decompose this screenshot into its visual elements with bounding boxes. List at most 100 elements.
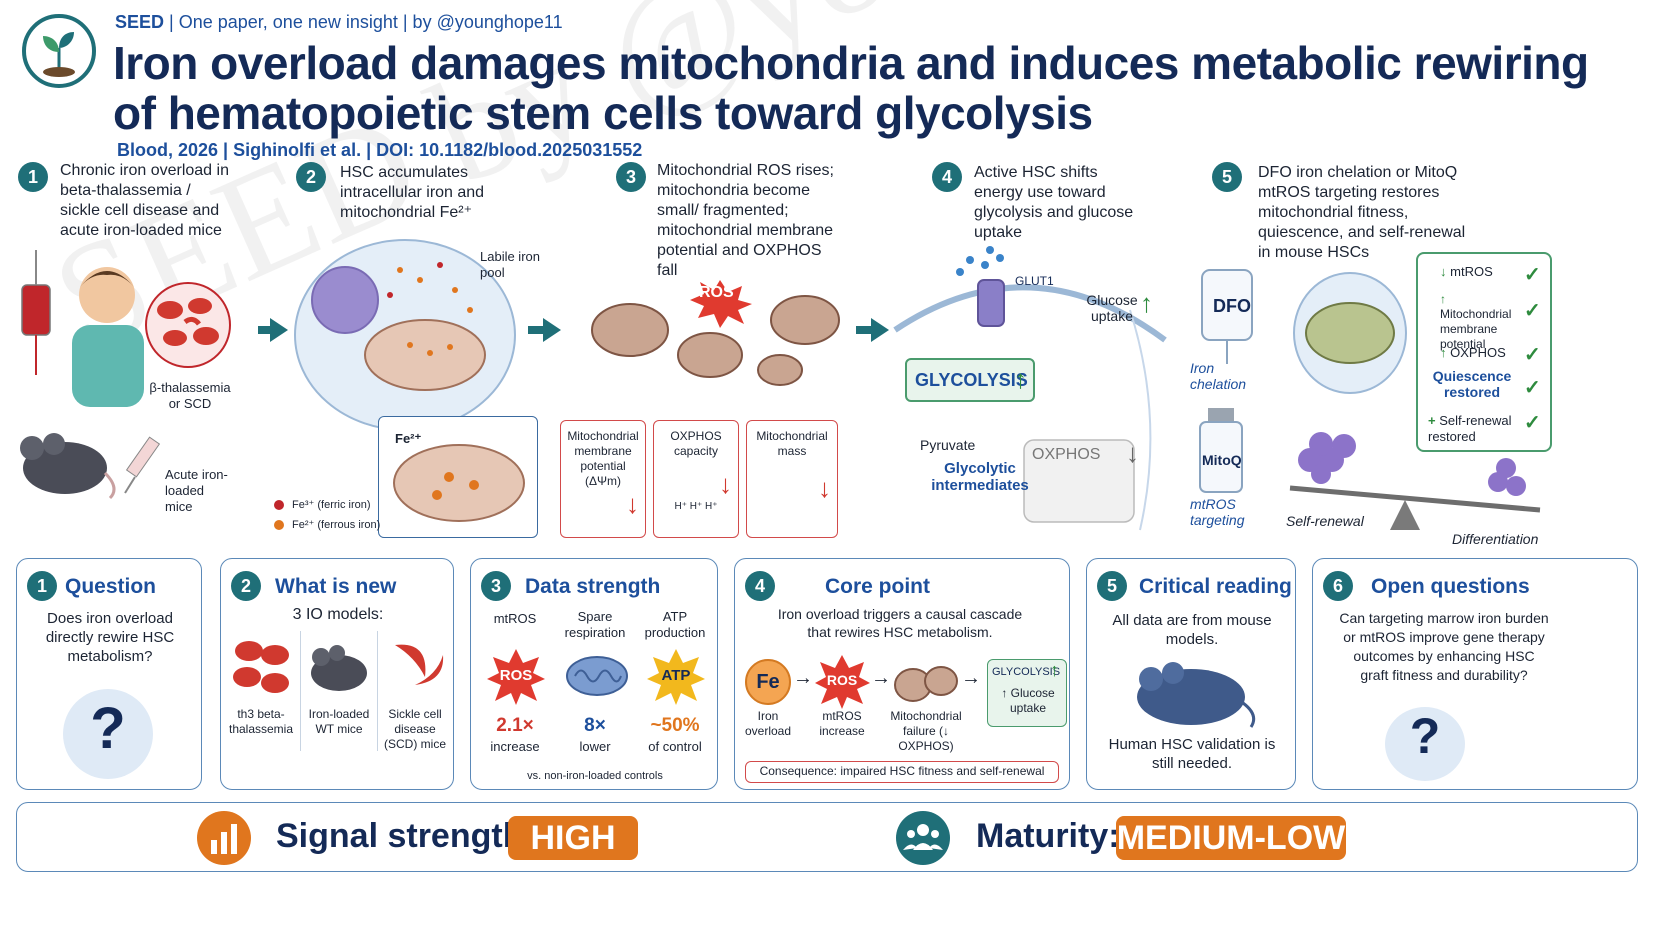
- chain-arrow-icon: →: [961, 667, 981, 689]
- summary-bar: [16, 802, 1638, 872]
- chain-arrow-icon: →: [871, 667, 891, 689]
- self-renewal-label: Self-renewal: [1286, 513, 1364, 529]
- stat-2-sub: lower: [579, 739, 611, 754]
- oxphos-capacity-label: OXPHOS capacity: [670, 429, 722, 458]
- maturity-badge: MEDIUM-LOW: [1116, 816, 1346, 860]
- ferrous-iron-dot: [274, 520, 284, 530]
- mouse-icon: [1137, 662, 1256, 728]
- divider: [300, 631, 301, 751]
- mouse-illustration: [20, 433, 116, 500]
- protons-label: H⁺ H⁺ H⁺: [674, 501, 718, 512]
- dfo-label: DFO: [1213, 296, 1251, 316]
- divider: [377, 631, 378, 751]
- page-title-line2: of hematopoietic stem cells toward glyco…: [113, 87, 1093, 139]
- model-1-label: th3 beta-thalassemia: [228, 707, 294, 736]
- checkmark-icon: ✓: [1524, 377, 1541, 399]
- stat-1-sub: increase: [490, 739, 540, 754]
- checkmark-icon: ✓: [1524, 412, 1541, 434]
- healthy-mitochondrion-illustration: [1293, 272, 1407, 394]
- step-1-text: Chronic iron overload in beta-thalassemi…: [60, 162, 229, 239]
- membrane-potential-label: Mitochondrial membrane potential (ΔΨm): [567, 429, 639, 488]
- dfo-bag-icon: [1201, 269, 1253, 364]
- ros-icon-label: ROS: [499, 667, 533, 684]
- balance-scale-illustration: [1289, 432, 1541, 530]
- question-mark-circle: [63, 689, 153, 779]
- critical-reading-text-1: All data are from mouse models.: [1112, 612, 1272, 648]
- iron-icon: Fe: [745, 659, 791, 705]
- syringe-icon: [124, 436, 161, 494]
- mitoq-label: MitoQ: [1202, 452, 1242, 468]
- check-quiescence: Quiescence restored: [1432, 368, 1512, 400]
- open-questions-title: Open questions: [1371, 575, 1530, 598]
- hsc-cell-illustration: [294, 239, 516, 431]
- restored-checklist-box: [1416, 252, 1552, 452]
- stat-2-label: Spare respiration: [564, 609, 626, 640]
- atp-icon-label: ATP: [661, 667, 691, 684]
- stat-3-label: ATP production: [644, 609, 706, 640]
- up-arrow-icon: ↑: [1014, 364, 1027, 394]
- what-is-new-title: What is new: [275, 575, 397, 598]
- seed-logo: [22, 14, 96, 88]
- chain-arrow-icon: →: [793, 667, 813, 689]
- question-mark-icon: ?: [1409, 708, 1441, 764]
- stat-3-value: ~50%: [650, 715, 700, 736]
- critical-reading-text-2: Human HSC validation is still needed.: [1108, 736, 1276, 772]
- stat-3-sub: of control: [648, 739, 702, 754]
- mitoq-vial-icon: [1199, 408, 1243, 493]
- core-glycolysis-title: GLYCOLYSIS: [992, 666, 1061, 678]
- checkmark-icon: ✓: [1524, 344, 1541, 366]
- critical-reading-title: Critical reading: [1139, 575, 1292, 598]
- data-strength-footnote: vs. non-iron-loaded controls: [527, 770, 663, 782]
- atp-burst-icon: [647, 649, 705, 705]
- glycolysis-label: GLYCOLYSIS: [915, 370, 1028, 390]
- checkmark-icon: ✓: [1524, 264, 1541, 286]
- core-glycolysis-sub: ↑ Glucose uptake: [1001, 686, 1055, 715]
- step-2-number: 2: [296, 162, 326, 192]
- cell-membrane-illustration: [893, 246, 1167, 531]
- brand-name: SEED: [115, 12, 165, 32]
- up-arrow-icon: ↑: [1140, 288, 1153, 318]
- critical-reading-panel: 5 Critical reading All data are from mou…: [1086, 558, 1296, 790]
- up-arrow-icon: ↑: [1050, 660, 1059, 680]
- stat-1-value: 2.1×: [496, 715, 534, 736]
- flow-arrow-shaft: [528, 326, 544, 334]
- iron-chelation-label: Iron chelation: [1190, 360, 1247, 392]
- down-arrow-icon: ↓: [1126, 438, 1139, 468]
- differentiation-label: Differentiation: [1452, 531, 1539, 547]
- chain-iron-label: Iron overload: [744, 709, 792, 738]
- chain-ros-sub: mtROS increase: [819, 709, 865, 738]
- down-arrow-icon: ↓: [626, 489, 639, 519]
- check-self-renewal: + Self-renewal restored: [1428, 413, 1512, 444]
- step-4-number: 4: [932, 162, 962, 192]
- flow-arrow-shaft: [258, 326, 272, 334]
- rbc-cluster-icon: [233, 641, 289, 693]
- mtros-targeting-label: mtROS targeting: [1190, 496, 1245, 528]
- tagline-text: | One paper, one new insight | by @young…: [169, 12, 563, 32]
- sickle-cell-icon: [395, 644, 444, 685]
- chain-ros-label: ROS: [826, 672, 858, 688]
- maturity-label: Maturity:: [976, 817, 1120, 855]
- fragmented-mitochondria-illustration: [591, 280, 840, 386]
- legend-fe3: Fe³⁺ (ferric iron): [292, 499, 371, 511]
- stat-1-label: mtROS: [493, 611, 537, 626]
- labile-iron-label: Labile iron pool: [480, 249, 540, 280]
- ferric-iron-dot: [274, 500, 284, 510]
- panel-5-number: 5: [1097, 571, 1127, 601]
- step-3-text: Mitochondrial ROS rises; mitochondria be…: [657, 162, 834, 279]
- flow-arrow-icon: [871, 318, 889, 342]
- signal-strength-badge: HIGH: [508, 816, 638, 860]
- glycolytic-intermediates-label: Glycolytic intermediates: [931, 460, 1029, 494]
- check-mtros: ↓ mtROS: [1440, 264, 1493, 279]
- panel-1-number: 1: [27, 571, 57, 601]
- mouse-label: Acute iron-loaded mice: [165, 467, 228, 514]
- glucose-uptake-label: Glucose uptake: [1086, 292, 1138, 324]
- membrane-potential-box: Mitochondrial membrane potential (ΔΨm) ↓: [560, 420, 646, 538]
- panel-3-number: 3: [481, 571, 511, 601]
- page-title-line1: Iron overload damages mitochondria and i…: [113, 37, 1589, 89]
- oxphos-capacity-box: OXPHOS capacity ↓ H⁺ H⁺ H⁺: [653, 420, 739, 538]
- question-mark-circle: [1385, 707, 1465, 781]
- down-arrow-icon: ↓: [818, 473, 831, 503]
- panel-2-number: 2: [231, 571, 261, 601]
- mouse-icon: [311, 645, 367, 691]
- check-oxphos: ↑ OXPHOS: [1440, 345, 1506, 360]
